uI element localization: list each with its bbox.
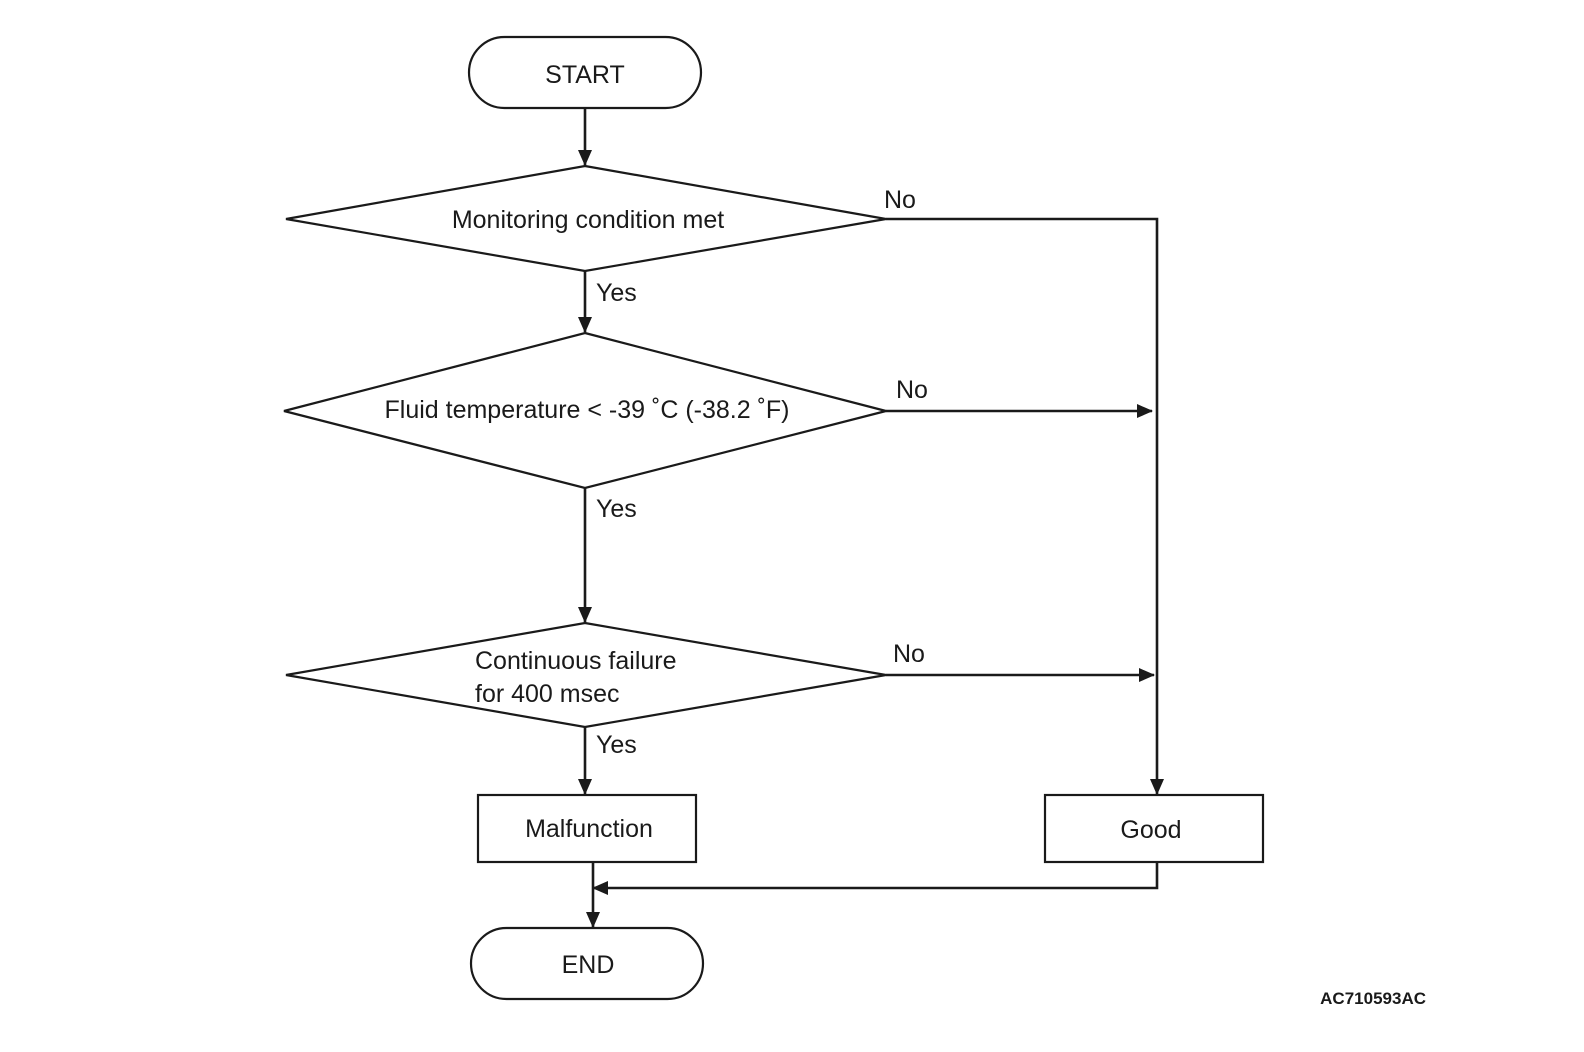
connector-good-to-merge [592, 862, 1159, 895]
continuous-failure-label-line2: for 400 msec [475, 680, 620, 708]
fluid-temperature-no-label: No [896, 376, 928, 404]
monitoring-yes-label: Yes [596, 279, 637, 307]
figure-code: AC710593AC [1320, 989, 1426, 1008]
good-label: Good [1120, 816, 1181, 844]
connector-monitoring-no-to-good [886, 217, 1164, 795]
end-label: END [562, 951, 615, 979]
continuous-failure-label-line1: Continuous failure [475, 647, 677, 675]
fluid-temperature-label: Fluid temperature < -39 ˚C (-38.2 ˚F) [385, 396, 790, 424]
monitoring-condition-label: Monitoring condition met [452, 206, 724, 234]
start-terminator: START [467, 35, 703, 110]
continuous-failure-yes-label: Yes [596, 731, 637, 759]
end-terminator: END [469, 926, 705, 1001]
decision-fluid-temperature: Fluid temperature < -39 ˚C (-38.2 ˚F) [283, 331, 887, 490]
good-box: Good [1043, 793, 1265, 864]
decision-continuous-failure: Continuous failure for 400 msec [285, 621, 887, 729]
fluid-temperature-yes-label: Yes [596, 495, 637, 523]
malfunction-label: Malfunction [525, 815, 653, 843]
malfunction-box: Malfunction [476, 793, 698, 864]
start-label: START [545, 61, 625, 89]
continuous-failure-no-label: No [893, 640, 925, 668]
decision-monitoring-condition: Monitoring condition met [285, 164, 887, 273]
monitoring-no-label: No [884, 186, 916, 214]
